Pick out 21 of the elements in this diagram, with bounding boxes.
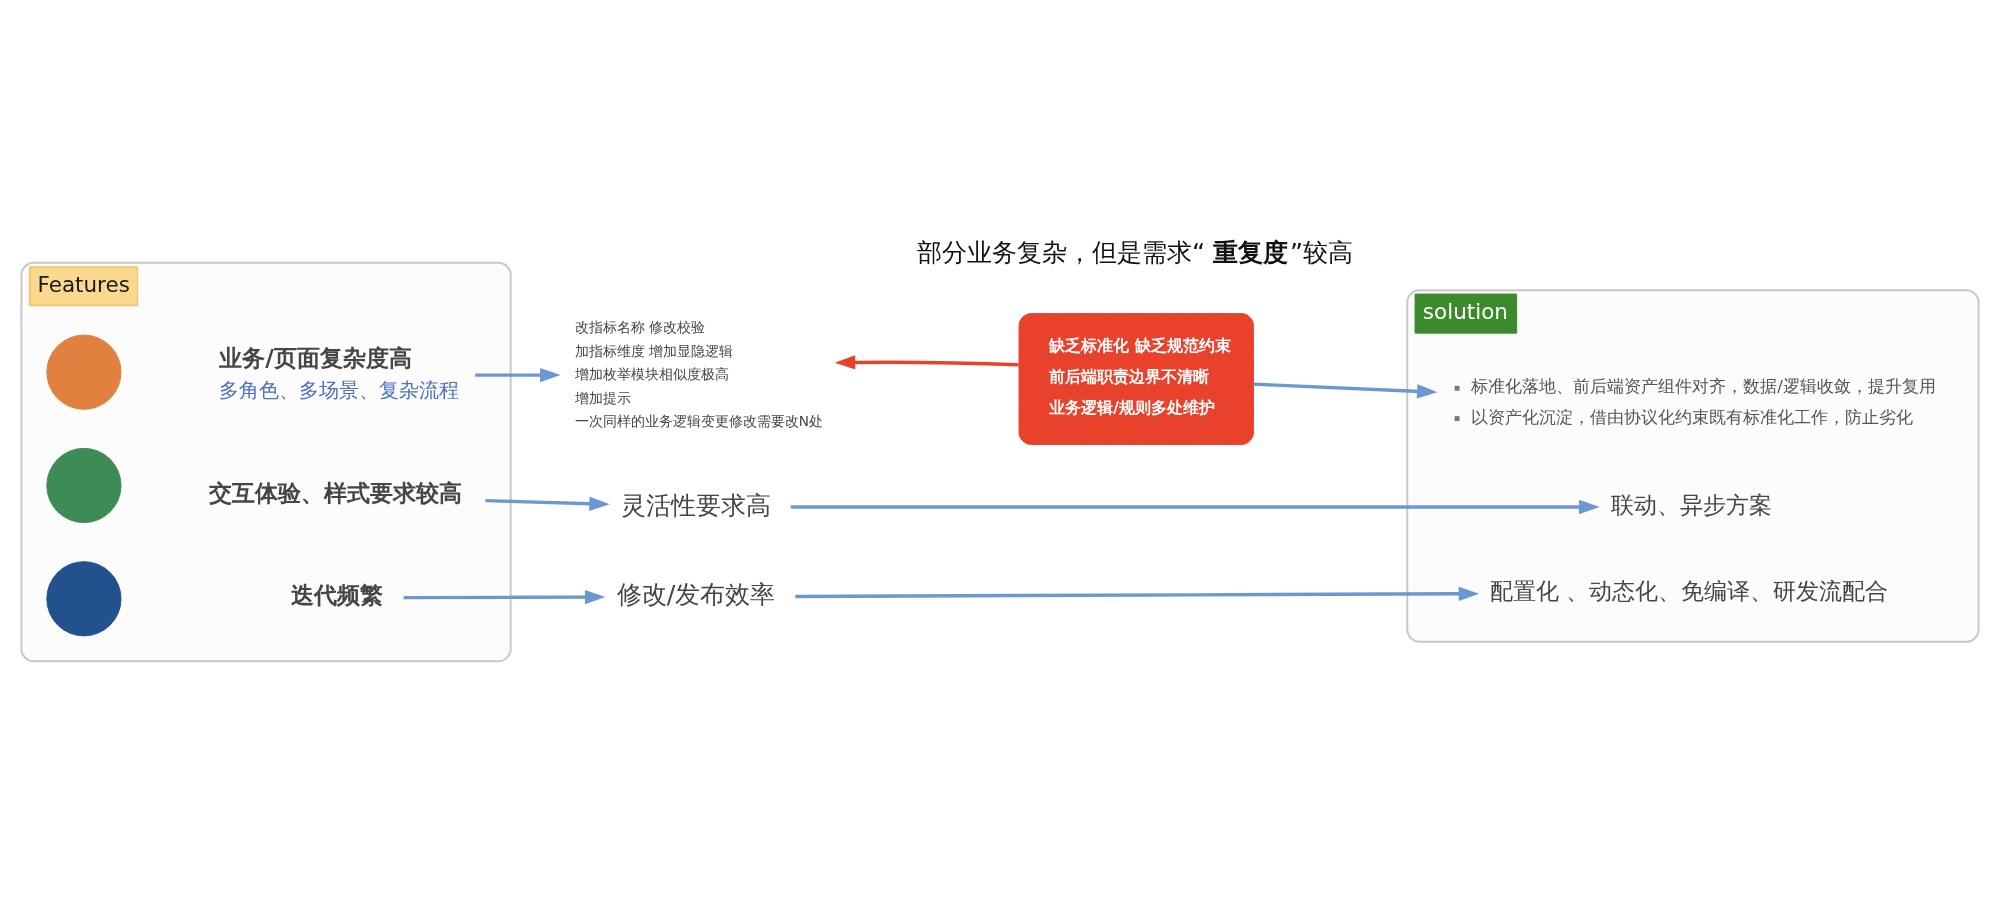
node-circle: [46, 334, 122, 410]
node-circle: [46, 560, 122, 636]
arrow: [485, 496, 610, 511]
node-text: 联动、异步方案: [1610, 490, 1772, 519]
node-text: 业务/页面复杂度高 多角色、多场景、复杂流程: [219, 343, 460, 402]
node-text: 标准化落地、前后端资产组件对齐，数据/逻辑收敛，提升复用 以资产化沉淀，借由协议化约束既有标准化工作，防止劣化: [1471, 376, 1936, 427]
node-text: 迭代频繁: [291, 580, 384, 609]
arrow: [790, 499, 1600, 514]
arrow: [1253, 381, 1438, 399]
arrow: [795, 586, 1480, 601]
node-text: 交互体验、样式要求较高: [209, 478, 463, 507]
node-box: 缺乏标准化 缺乏规范约束 前后端职责边界不清晰 业务逻辑/规则多处维护: [1018, 312, 1254, 445]
arrow: [403, 589, 606, 604]
arrow: [834, 354, 1019, 370]
label: 部分业务复杂，但是需求“重复度”较高: [916, 236, 1354, 267]
node-text: 修改/发布效率: [616, 578, 776, 609]
node-text: 配置化 、动态化、免编译、研发流配合: [1489, 576, 1889, 605]
node-circle: [46, 447, 122, 523]
node-text: 改指标名称 修改校验 加指标维度 增加显隐逻辑 增加枚举模块相似度极高 增加提示 一次同样的业务逻辑变更修改需要改N处: [574, 318, 823, 429]
arrow: [475, 367, 561, 382]
node-text: 灵活性要求高: [620, 489, 771, 520]
